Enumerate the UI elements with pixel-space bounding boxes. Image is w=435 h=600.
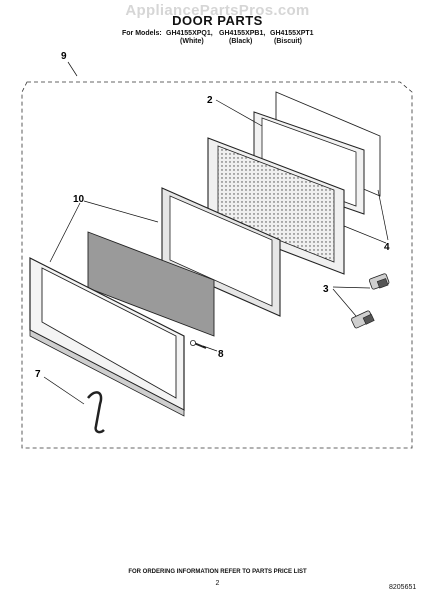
leader-line-4 <box>343 225 387 244</box>
hinge-part <box>351 310 375 329</box>
leader-line-3 <box>332 286 371 289</box>
document-number: 8205651 <box>389 584 417 591</box>
leader-line-8 <box>202 345 218 352</box>
callout-2: 2 <box>207 95 213 106</box>
callout-8: 8 <box>218 349 224 360</box>
callout-7: 7 <box>35 369 41 380</box>
outer-door-frame <box>29 257 185 417</box>
models-prefix: For Models: <box>122 30 162 37</box>
leader-line-4 <box>377 189 389 241</box>
leader-line-10 <box>83 200 159 223</box>
page-title: DOOR PARTS <box>172 13 263 28</box>
model-color: (Biscuit) <box>274 38 302 45</box>
callout-9: 9 <box>61 51 67 62</box>
model-number: GH4155XPB1, <box>219 30 266 37</box>
leader-line-9 <box>67 61 78 77</box>
ordering-note: FOR ORDERING INFORMATION REFER TO PARTS … <box>128 569 307 575</box>
leader-line-2 <box>215 99 263 127</box>
assembly-boundary <box>21 81 413 449</box>
callout-3: 3 <box>323 284 329 295</box>
model-color: (Black) <box>229 38 253 45</box>
leader-line-7 <box>43 376 85 405</box>
page-number: 2 <box>215 580 220 587</box>
callout-4: 4 <box>384 242 390 253</box>
choke-frame <box>161 187 281 317</box>
door-handle <box>87 391 105 434</box>
model-number: GH4155XPT1 <box>270 30 314 37</box>
leader-line-10 <box>49 202 81 263</box>
model-number: GH4155XPQ1, <box>166 30 213 37</box>
callout-10: 10 <box>73 194 85 205</box>
model-color: (White) <box>180 38 204 45</box>
mesh-screen-panel <box>207 137 345 275</box>
hinge-part <box>368 273 390 290</box>
watermark-text: AppliancePartsPros.com <box>125 2 310 19</box>
leader-line-3 <box>332 288 357 317</box>
insulator-panel <box>87 231 215 337</box>
screw-part <box>189 339 207 349</box>
